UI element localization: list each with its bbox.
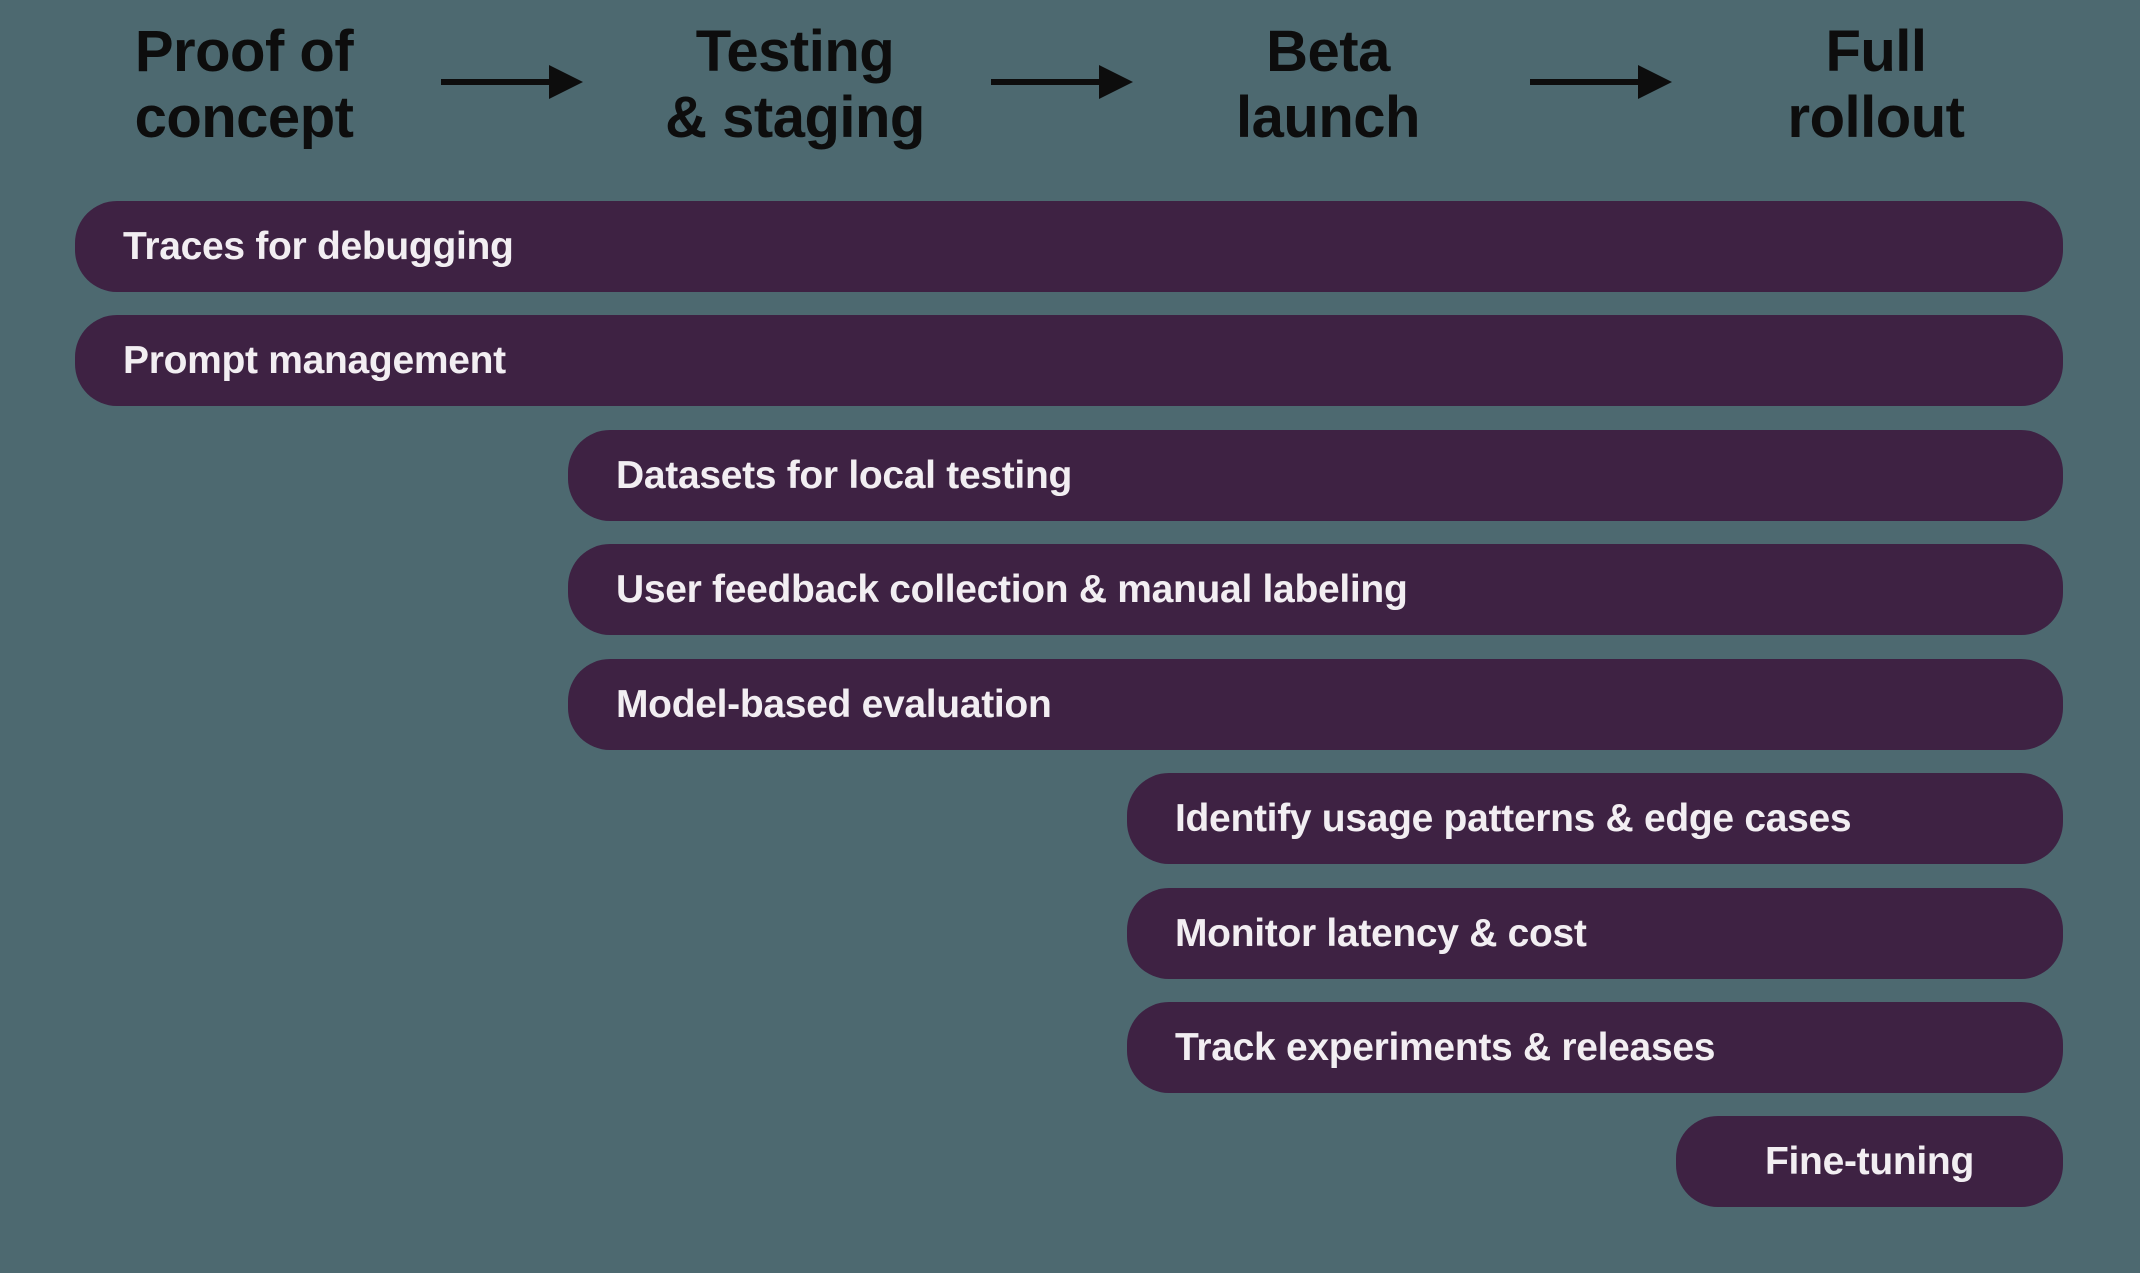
bar-label: Track experiments & releases (1175, 1025, 1716, 1069)
bar-label: Monitor latency & cost (1175, 911, 1587, 955)
arrow-right-icon (1530, 65, 1672, 99)
bar-label: Prompt management (123, 338, 506, 382)
stage-label-beta-launch: Beta launch (1236, 19, 1420, 150)
arrow-right-icon (441, 65, 583, 99)
stage-label-proof-of-concept: Proof of concept (134, 19, 354, 150)
bar-datasets-for-local-testing: Datasets for local testing (568, 430, 2063, 521)
bar-label: Fine-tuning (1765, 1139, 1974, 1183)
bar-label: Traces for debugging (123, 224, 514, 268)
bar-user-feedback-collection: User feedback collection & manual labeli… (568, 544, 2063, 635)
bar-prompt-management: Prompt management (75, 315, 2063, 406)
bar-model-based-evaluation: Model-based evaluation (568, 659, 2063, 750)
bar-fine-tuning: Fine-tuning (1676, 1116, 2063, 1207)
bar-label: Datasets for local testing (616, 453, 1072, 497)
bar-track-experiments-releases: Track experiments & releases (1127, 1002, 2063, 1093)
bar-label: User feedback collection & manual labeli… (616, 567, 1408, 611)
bar-monitor-latency-cost: Monitor latency & cost (1127, 888, 2063, 979)
arrow-right-icon (991, 65, 1133, 99)
bar-traces-for-debugging: Traces for debugging (75, 201, 2063, 292)
bar-label: Identify usage patterns & edge cases (1175, 796, 1852, 840)
stage-label-testing-staging: Testing & staging (665, 19, 925, 150)
bar-label: Model-based evaluation (616, 682, 1052, 726)
bar-identify-usage-patterns: Identify usage patterns & edge cases (1127, 773, 2063, 864)
stage-label-full-rollout: Full rollout (1787, 19, 1965, 150)
